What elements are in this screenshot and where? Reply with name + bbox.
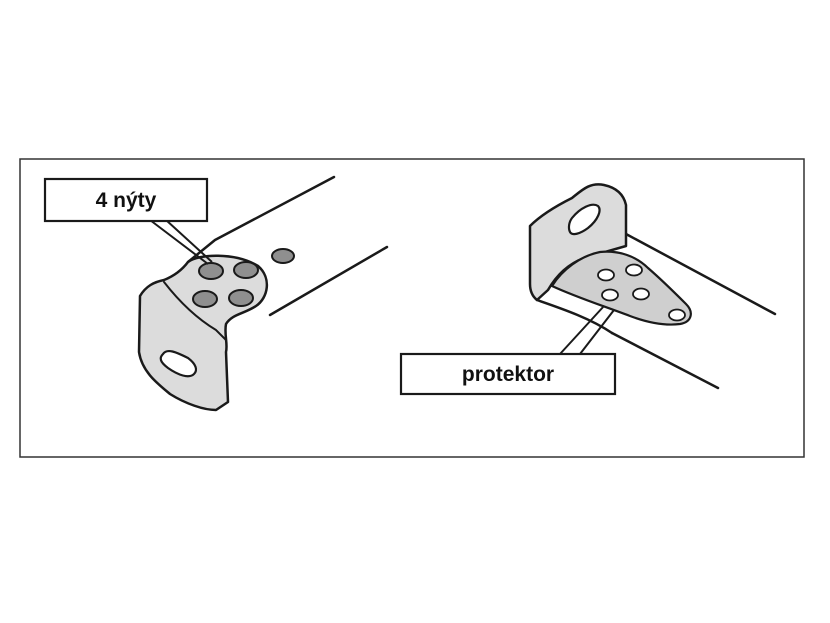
left-rail-bottom-edge [268, 245, 389, 317]
protector-hole-5 [668, 308, 686, 322]
right-rail-bottom-edge [610, 331, 720, 390]
rivets-callout-label: 4 nýty [96, 189, 157, 212]
right-rail-top-edge [624, 232, 777, 316]
protector-callout-box [399, 352, 617, 396]
rivets-group [192, 248, 295, 308]
protector-hole-3 [601, 288, 619, 302]
protector-callout-label: protektor [462, 363, 554, 386]
protector-plate [550, 250, 692, 326]
rivet-4 [228, 289, 254, 307]
right-bracket-slot [567, 203, 601, 236]
protector-hole-1 [597, 268, 615, 282]
protector-hole-2 [625, 263, 643, 277]
rivet-2 [233, 261, 259, 279]
rivet-1 [198, 262, 224, 280]
protector-hole-4 [632, 287, 650, 301]
left-bracket-fold [163, 281, 227, 341]
protector-callout-leader [559, 305, 615, 355]
protector-holes [597, 263, 686, 322]
rivet-3 [192, 290, 218, 308]
rivets-callout-box [43, 177, 209, 223]
left-bracket-slot [159, 349, 198, 378]
right-rail-assembly [610, 232, 777, 390]
right-bracket-base [535, 298, 614, 335]
rivets-callout-leader [149, 219, 213, 265]
rivet-5 [271, 248, 295, 264]
